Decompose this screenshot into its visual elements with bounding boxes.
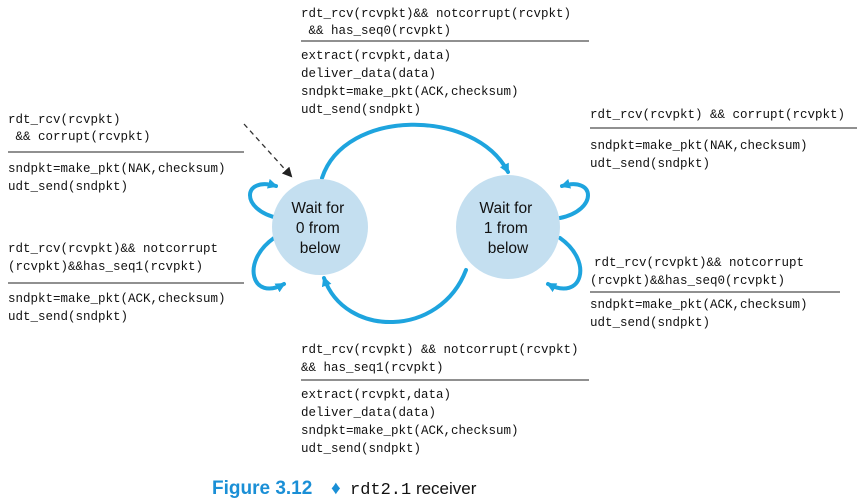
state-circle bbox=[456, 175, 560, 279]
svg-text:udt_send(sndpkt): udt_send(sndpkt) bbox=[8, 310, 128, 324]
event-line: && has_seq1(rcvpkt) bbox=[301, 361, 444, 375]
event-line: (rcvpkt)&&has_seq1(rcvpkt) bbox=[8, 260, 203, 274]
action-line: sndpkt=make_pkt(NAK,checksum) bbox=[590, 139, 808, 153]
svg-text:&& has_seq0(rcvpkt): && has_seq0(rcvpkt) bbox=[301, 24, 451, 38]
transition-arc-bottom bbox=[321, 268, 468, 324]
self-loop-left-top bbox=[248, 178, 280, 220]
self-loop-right-bottom bbox=[546, 236, 583, 293]
action-line: sndpkt=make_pkt(ACK,checksum) bbox=[301, 424, 519, 438]
action-line: extract(rcvpkt,data) bbox=[301, 49, 451, 63]
state-label: 0 from bbox=[296, 220, 340, 237]
svg-text:rdt_rcv(rcvpkt) && corrupt(rcv: rdt_rcv(rcvpkt) && corrupt(rcvpkt) bbox=[590, 108, 845, 122]
caption-protocol: rdt2.1 bbox=[350, 481, 411, 500]
event-line: && has_seq0(rcvpkt) bbox=[301, 24, 451, 38]
svg-text:sndpkt=make_pkt(ACK,checksum): sndpkt=make_pkt(ACK,checksum) bbox=[8, 292, 226, 306]
figure-caption: Figure 3.12 ♦ rdt2.1 receiver bbox=[212, 478, 477, 500]
transition-label-top: rdt_rcv(rcvpkt)&& notcorrupt(rcvpkt) && … bbox=[301, 7, 589, 117]
state-label: below bbox=[300, 240, 341, 257]
state-wait-for-0: Wait for 0 from below bbox=[272, 179, 368, 275]
svg-text:sndpkt=make_pkt(ACK,checksum): sndpkt=make_pkt(ACK,checksum) bbox=[301, 424, 519, 438]
state-circle bbox=[272, 179, 368, 275]
svg-text:&& has_seq1(rcvpkt): && has_seq1(rcvpkt) bbox=[301, 361, 444, 375]
action-line: deliver_data(data) bbox=[301, 67, 436, 81]
state-label: Wait for bbox=[479, 200, 532, 217]
action-line: udt_send(sndpkt) bbox=[590, 157, 710, 171]
caption-text: rdt2.1 receiver bbox=[350, 479, 477, 500]
svg-text:sndpkt=make_pkt(ACK,checksum): sndpkt=make_pkt(ACK,checksum) bbox=[301, 85, 519, 99]
svg-text:Wait for 1 from be: Wait for 1 from below bbox=[479, 200, 536, 257]
svg-text:(rcvpkt)&&has_seq0(rcvpkt): (rcvpkt)&&has_seq0(rcvpkt) bbox=[590, 274, 785, 288]
svg-text:rdt_rcv(rcvpkt) && notcorrupt(: rdt_rcv(rcvpkt) && notcorrupt(rcvpkt) bbox=[301, 343, 579, 357]
svg-text:rdt_rcv(rcvpkt)&& notcorrupt(r: rdt_rcv(rcvpkt)&& notcorrupt(rcvpkt) bbox=[301, 7, 571, 21]
action-line: sndpkt=make_pkt(ACK,checksum) bbox=[301, 85, 519, 99]
action-line: sndpkt=make_pkt(ACK,checksum) bbox=[8, 292, 226, 306]
svg-text:(rcvpkt)&&has_seq1(rcvpkt): (rcvpkt)&&has_seq1(rcvpkt) bbox=[8, 260, 203, 274]
transition-label-right-top: rdt_rcv(rcvpkt) && corrupt(rcvpkt) sndpk… bbox=[590, 108, 857, 171]
state-label: 1 from bbox=[484, 220, 528, 237]
state-label: below bbox=[488, 240, 529, 257]
self-loop-left-bottom bbox=[251, 236, 286, 293]
action-line: udt_send(sndpkt) bbox=[301, 103, 421, 117]
state-label: Wait for bbox=[291, 200, 344, 217]
self-loop-right-top bbox=[558, 178, 590, 220]
diamond-icon: ♦ bbox=[331, 478, 341, 499]
action-line: udt_send(sndpkt) bbox=[301, 442, 421, 456]
event-line: rdt_rcv(rcvpkt)&& notcorrupt(rcvpkt) bbox=[301, 7, 571, 21]
transition-label-left-top: rdt_rcv(rcvpkt) && corrupt(rcvpkt) sndpk… bbox=[8, 113, 244, 194]
action-line: sndpkt=make_pkt(ACK,checksum) bbox=[590, 298, 808, 312]
state-wait-for-1: Wait for 1 from below bbox=[456, 175, 560, 279]
action-line: deliver_data(data) bbox=[301, 406, 436, 420]
svg-text:deliver_data(data): deliver_data(data) bbox=[301, 406, 436, 420]
svg-text:udt_send(sndpkt): udt_send(sndpkt) bbox=[301, 442, 421, 456]
action-line: sndpkt=make_pkt(NAK,checksum) bbox=[8, 162, 226, 176]
svg-text:udt_send(sndpkt): udt_send(sndpkt) bbox=[301, 103, 421, 117]
svg-text:udt_send(sndpkt): udt_send(sndpkt) bbox=[590, 157, 710, 171]
event-line: (rcvpkt)&&has_seq0(rcvpkt) bbox=[590, 274, 785, 288]
svg-text:udt_send(sndpkt): udt_send(sndpkt) bbox=[590, 316, 710, 330]
transition-label-bottom: rdt_rcv(rcvpkt) && notcorrupt(rcvpkt) &&… bbox=[301, 343, 589, 456]
action-line: udt_send(sndpkt) bbox=[8, 180, 128, 194]
svg-text:extract(rcvpkt,data): extract(rcvpkt,data) bbox=[301, 388, 451, 402]
event-line: rdt_rcv(rcvpkt) && corrupt(rcvpkt) bbox=[590, 108, 845, 122]
svg-text:sndpkt=make_pkt(ACK,checksum): sndpkt=make_pkt(ACK,checksum) bbox=[590, 298, 808, 312]
action-line: udt_send(sndpkt) bbox=[8, 310, 128, 324]
transition-label-right-bottom: rdt_rcv(rcvpkt)&& notcorrupt (rcvpkt)&&h… bbox=[590, 256, 840, 330]
svg-text:udt_send(sndpkt): udt_send(sndpkt) bbox=[8, 180, 128, 194]
svg-text:rdt_rcv(rcvpkt)&& notcorrupt: rdt_rcv(rcvpkt)&& notcorrupt bbox=[8, 242, 218, 256]
transition-arc-top bbox=[320, 122, 510, 180]
svg-text:sndpkt=make_pkt(NAK,checksum): sndpkt=make_pkt(NAK,checksum) bbox=[8, 162, 226, 176]
action-line: udt_send(sndpkt) bbox=[590, 316, 710, 330]
svg-text:extract(rcvpkt,data): extract(rcvpkt,data) bbox=[301, 49, 451, 63]
svg-text:&& corrupt(rcvpkt): && corrupt(rcvpkt) bbox=[8, 130, 151, 144]
svg-text:rdt_rcv(rcvpkt): rdt_rcv(rcvpkt) bbox=[8, 113, 121, 127]
event-line: rdt_rcv(rcvpkt)&& notcorrupt bbox=[8, 242, 218, 256]
initial-state-arrow bbox=[243, 123, 293, 178]
svg-text:deliver_data(data): deliver_data(data) bbox=[301, 67, 436, 81]
svg-text:Wait for 0 from be: Wait for 0 from below bbox=[291, 200, 348, 257]
figure-number: Figure 3.12 bbox=[212, 478, 312, 499]
action-line: extract(rcvpkt,data) bbox=[301, 388, 451, 402]
event-line: rdt_rcv(rcvpkt) && notcorrupt(rcvpkt) bbox=[301, 343, 579, 357]
caption-description: receiver bbox=[411, 479, 477, 498]
svg-text:sndpkt=make_pkt(NAK,checksum): sndpkt=make_pkt(NAK,checksum) bbox=[590, 139, 808, 153]
transition-label-left-bottom: rdt_rcv(rcvpkt)&& notcorrupt (rcvpkt)&&h… bbox=[8, 242, 244, 324]
event-line: && corrupt(rcvpkt) bbox=[8, 130, 151, 144]
event-line: rdt_rcv(rcvpkt) bbox=[8, 113, 121, 127]
event-line: rdt_rcv(rcvpkt)&& notcorrupt bbox=[594, 256, 804, 270]
svg-text:rdt_rcv(rcvpkt)&& notcorrupt: rdt_rcv(rcvpkt)&& notcorrupt bbox=[594, 256, 804, 270]
